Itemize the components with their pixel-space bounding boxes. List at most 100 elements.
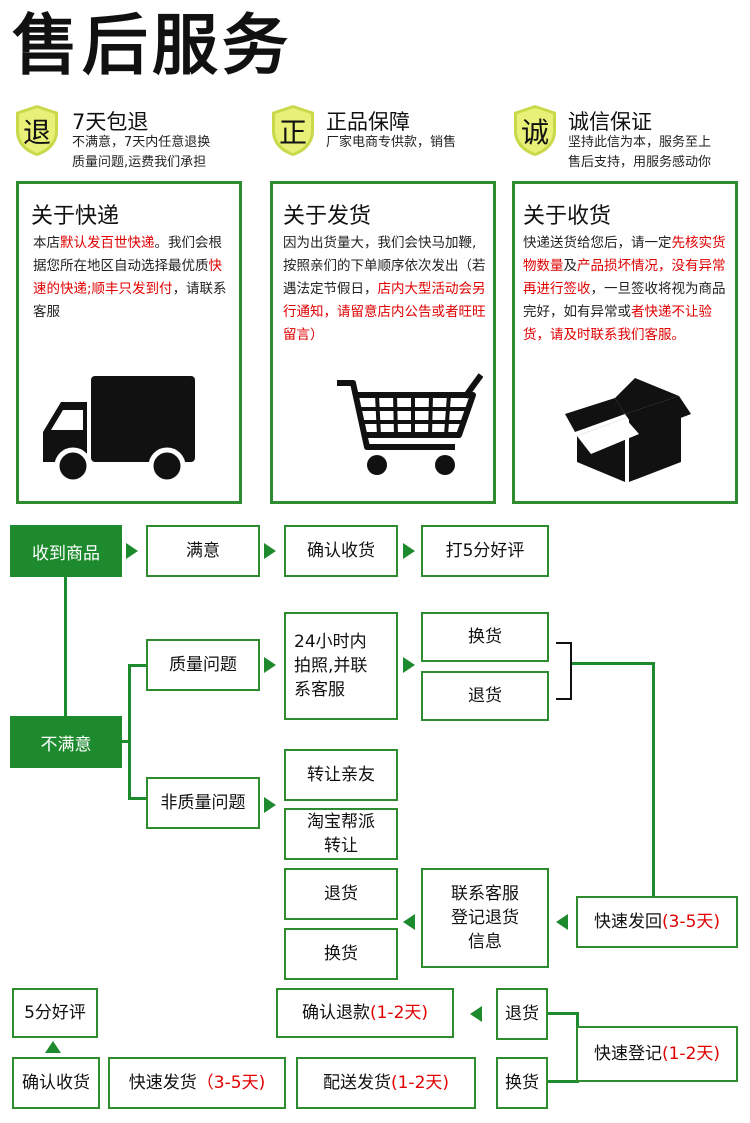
- shield-badge-icon: [16, 105, 58, 156]
- feature-desc: 坚持此信为本，服务至上: [568, 135, 712, 150]
- exchange-box-2: 换货: [284, 928, 398, 980]
- text: 本店: [33, 235, 60, 251]
- card-title: 关于收货: [523, 204, 612, 229]
- highlight-text: ，请留意店内公告或者旺旺留言）: [283, 304, 486, 343]
- text: ，请联系客服: [33, 281, 227, 320]
- connector-line: [64, 577, 67, 716]
- confirm-refund-box: 确认退款(1-2天): [276, 988, 454, 1038]
- arrow-right-icon: [403, 657, 415, 673]
- text: 快速登记: [593, 1044, 662, 1064]
- card-delivery: 关于快递 本店默认发百世快递。我们会根据您所在地区自动选择最优质快速的快递;顺丰…: [16, 181, 242, 504]
- received-goods-box: 收到商品: [10, 525, 122, 577]
- shield-badge-icon: [514, 105, 556, 156]
- card-receiving: 关于收货 快递送货给您后，请一定先核实货物数量及产品损坏情况，没有异常再进行签收…: [512, 181, 738, 504]
- bracket-line: [570, 642, 572, 700]
- text: 配送发货: [322, 1073, 391, 1093]
- text: 快速发货: [128, 1073, 197, 1093]
- feature-authentic: 正: [270, 103, 316, 161]
- ship-back-box: 快速发回(3-5天): [576, 896, 738, 948]
- feature-integrity: 诚: [512, 103, 558, 161]
- text: 确认退款: [301, 1003, 370, 1023]
- card-title: 关于发货: [283, 204, 372, 229]
- arrow-left-icon: [470, 1006, 482, 1022]
- return-box-3: 退货: [496, 988, 548, 1040]
- arrow-right-icon: [264, 543, 276, 559]
- connector-line: [548, 1080, 578, 1083]
- confirm-receipt-box-2: 确认收货: [12, 1057, 100, 1109]
- text: 转让: [324, 836, 358, 856]
- return-box: 退货: [421, 671, 549, 721]
- days-text: (1-2天): [390, 1073, 450, 1093]
- card-shipping: 关于发货 因为出货量大，我们会快马加鞭,按照亲们的下单顺序依次发出（若遇法定节假…: [270, 181, 496, 504]
- badge-char: 诚: [520, 116, 549, 149]
- feature-return: 退: [14, 103, 60, 161]
- connector-line: [128, 664, 131, 800]
- text: 联系客服: [451, 884, 519, 904]
- arrow-up-icon: [45, 1041, 61, 1053]
- photo-contact-box: 24小时内 拍照,并联 系客服: [284, 612, 398, 720]
- text: 。我们会根据您所在地区自动选择最优质: [33, 235, 222, 274]
- confirm-receipt-box: 确认收货: [284, 525, 398, 577]
- highlight-text: 店内大型活动会另行通知: [283, 281, 486, 320]
- highlight-text: 默认发百世快递: [60, 235, 155, 251]
- quick-ship-box: 快速发货（3-5天): [108, 1057, 286, 1109]
- connector-line: [548, 1012, 578, 1015]
- badge-char: 正: [278, 116, 307, 149]
- connector-line: [652, 662, 655, 896]
- text: 系客服: [294, 680, 345, 700]
- text: 登记退货: [451, 908, 519, 928]
- bracket-line: [556, 642, 572, 644]
- connector-line: [128, 664, 146, 667]
- arrow-right-icon: [264, 657, 276, 673]
- text: 24小时内: [294, 632, 367, 652]
- connector-line: [572, 662, 654, 665]
- card-body: 本店默认发百世快递。我们会根据您所在地区自动选择最优质快速的快递;顺丰只发到付，…: [33, 232, 231, 324]
- feature-desc: 质量问题,运费我们承担: [72, 155, 207, 170]
- feature-title: 正品保障: [326, 110, 410, 134]
- truck-icon: [43, 376, 195, 484]
- good-review-box: 打5分好评: [421, 525, 549, 577]
- open-box-icon: [565, 378, 691, 482]
- non-quality-issue-box: 非质量问题: [146, 777, 260, 829]
- exchange-box: 换货: [421, 612, 549, 662]
- text: 因为出货量大，我们会快马加鞭,按照亲们的下单顺序依次发出（若遇法定节假日，: [283, 235, 486, 297]
- badge-char: 退: [22, 116, 51, 149]
- days-text: (3-5天): [661, 912, 721, 932]
- delivery-box: 配送发货(1-2天): [296, 1057, 476, 1109]
- feature-desc: 售后支持，用服务感动你: [568, 155, 712, 170]
- quick-register-box: 快速登记(1-2天): [576, 1026, 738, 1082]
- connector-line: [128, 797, 146, 800]
- card-body: 因为出货量大，我们会快马加鞭,按照亲们的下单顺序依次发出（若遇法定节假日，店内大…: [283, 232, 487, 347]
- text: 及: [563, 258, 578, 274]
- feature-title: 7天包退: [72, 110, 149, 134]
- card-body: 快递送货给您后，请一定先核实货物数量及产品损坏情况，没有异常再进行签收，一旦签收…: [523, 232, 733, 347]
- unsatisfied-box: 不满意: [10, 716, 122, 768]
- return-box-2: 退货: [284, 868, 398, 920]
- feature-desc: 不满意，7天内任意退换: [72, 135, 211, 150]
- arrow-right-icon: [403, 543, 415, 559]
- text: 快速发回: [593, 912, 662, 932]
- transfer-friends-box: 转让亲友: [284, 749, 398, 801]
- satisfied-box: 满意: [146, 525, 260, 577]
- feature-desc: 厂家电商专供款，销售: [326, 135, 457, 150]
- arrow-right-icon: [126, 543, 138, 559]
- days-text: （3-5天): [196, 1073, 266, 1093]
- good-review-box-2: 5分好评: [12, 988, 98, 1038]
- days-text: (1-2天): [369, 1003, 429, 1023]
- connector-line: [122, 740, 130, 743]
- contact-register-box: 联系客服 登记退货 信息: [421, 868, 549, 968]
- days-text: (1-2天): [661, 1044, 721, 1064]
- arrow-right-icon: [264, 797, 276, 813]
- exchange-box-3: 换货: [496, 1057, 548, 1109]
- highlight-text: 先核实货物数量: [523, 235, 726, 274]
- bracket-line: [556, 698, 572, 700]
- shopping-cart-icon: [337, 373, 483, 475]
- shield-badge-icon: [272, 105, 314, 156]
- text: 淘宝帮派: [307, 812, 375, 832]
- highlight-text: 快速的快递;顺丰只发到付: [33, 258, 222, 297]
- text: 拍照,并联: [294, 656, 368, 676]
- text: 信息: [468, 932, 502, 952]
- arrow-left-icon: [403, 914, 415, 930]
- highlight-text: 产品损坏情况，没有异常再进行签收: [523, 258, 726, 297]
- arrow-left-icon: [556, 914, 568, 930]
